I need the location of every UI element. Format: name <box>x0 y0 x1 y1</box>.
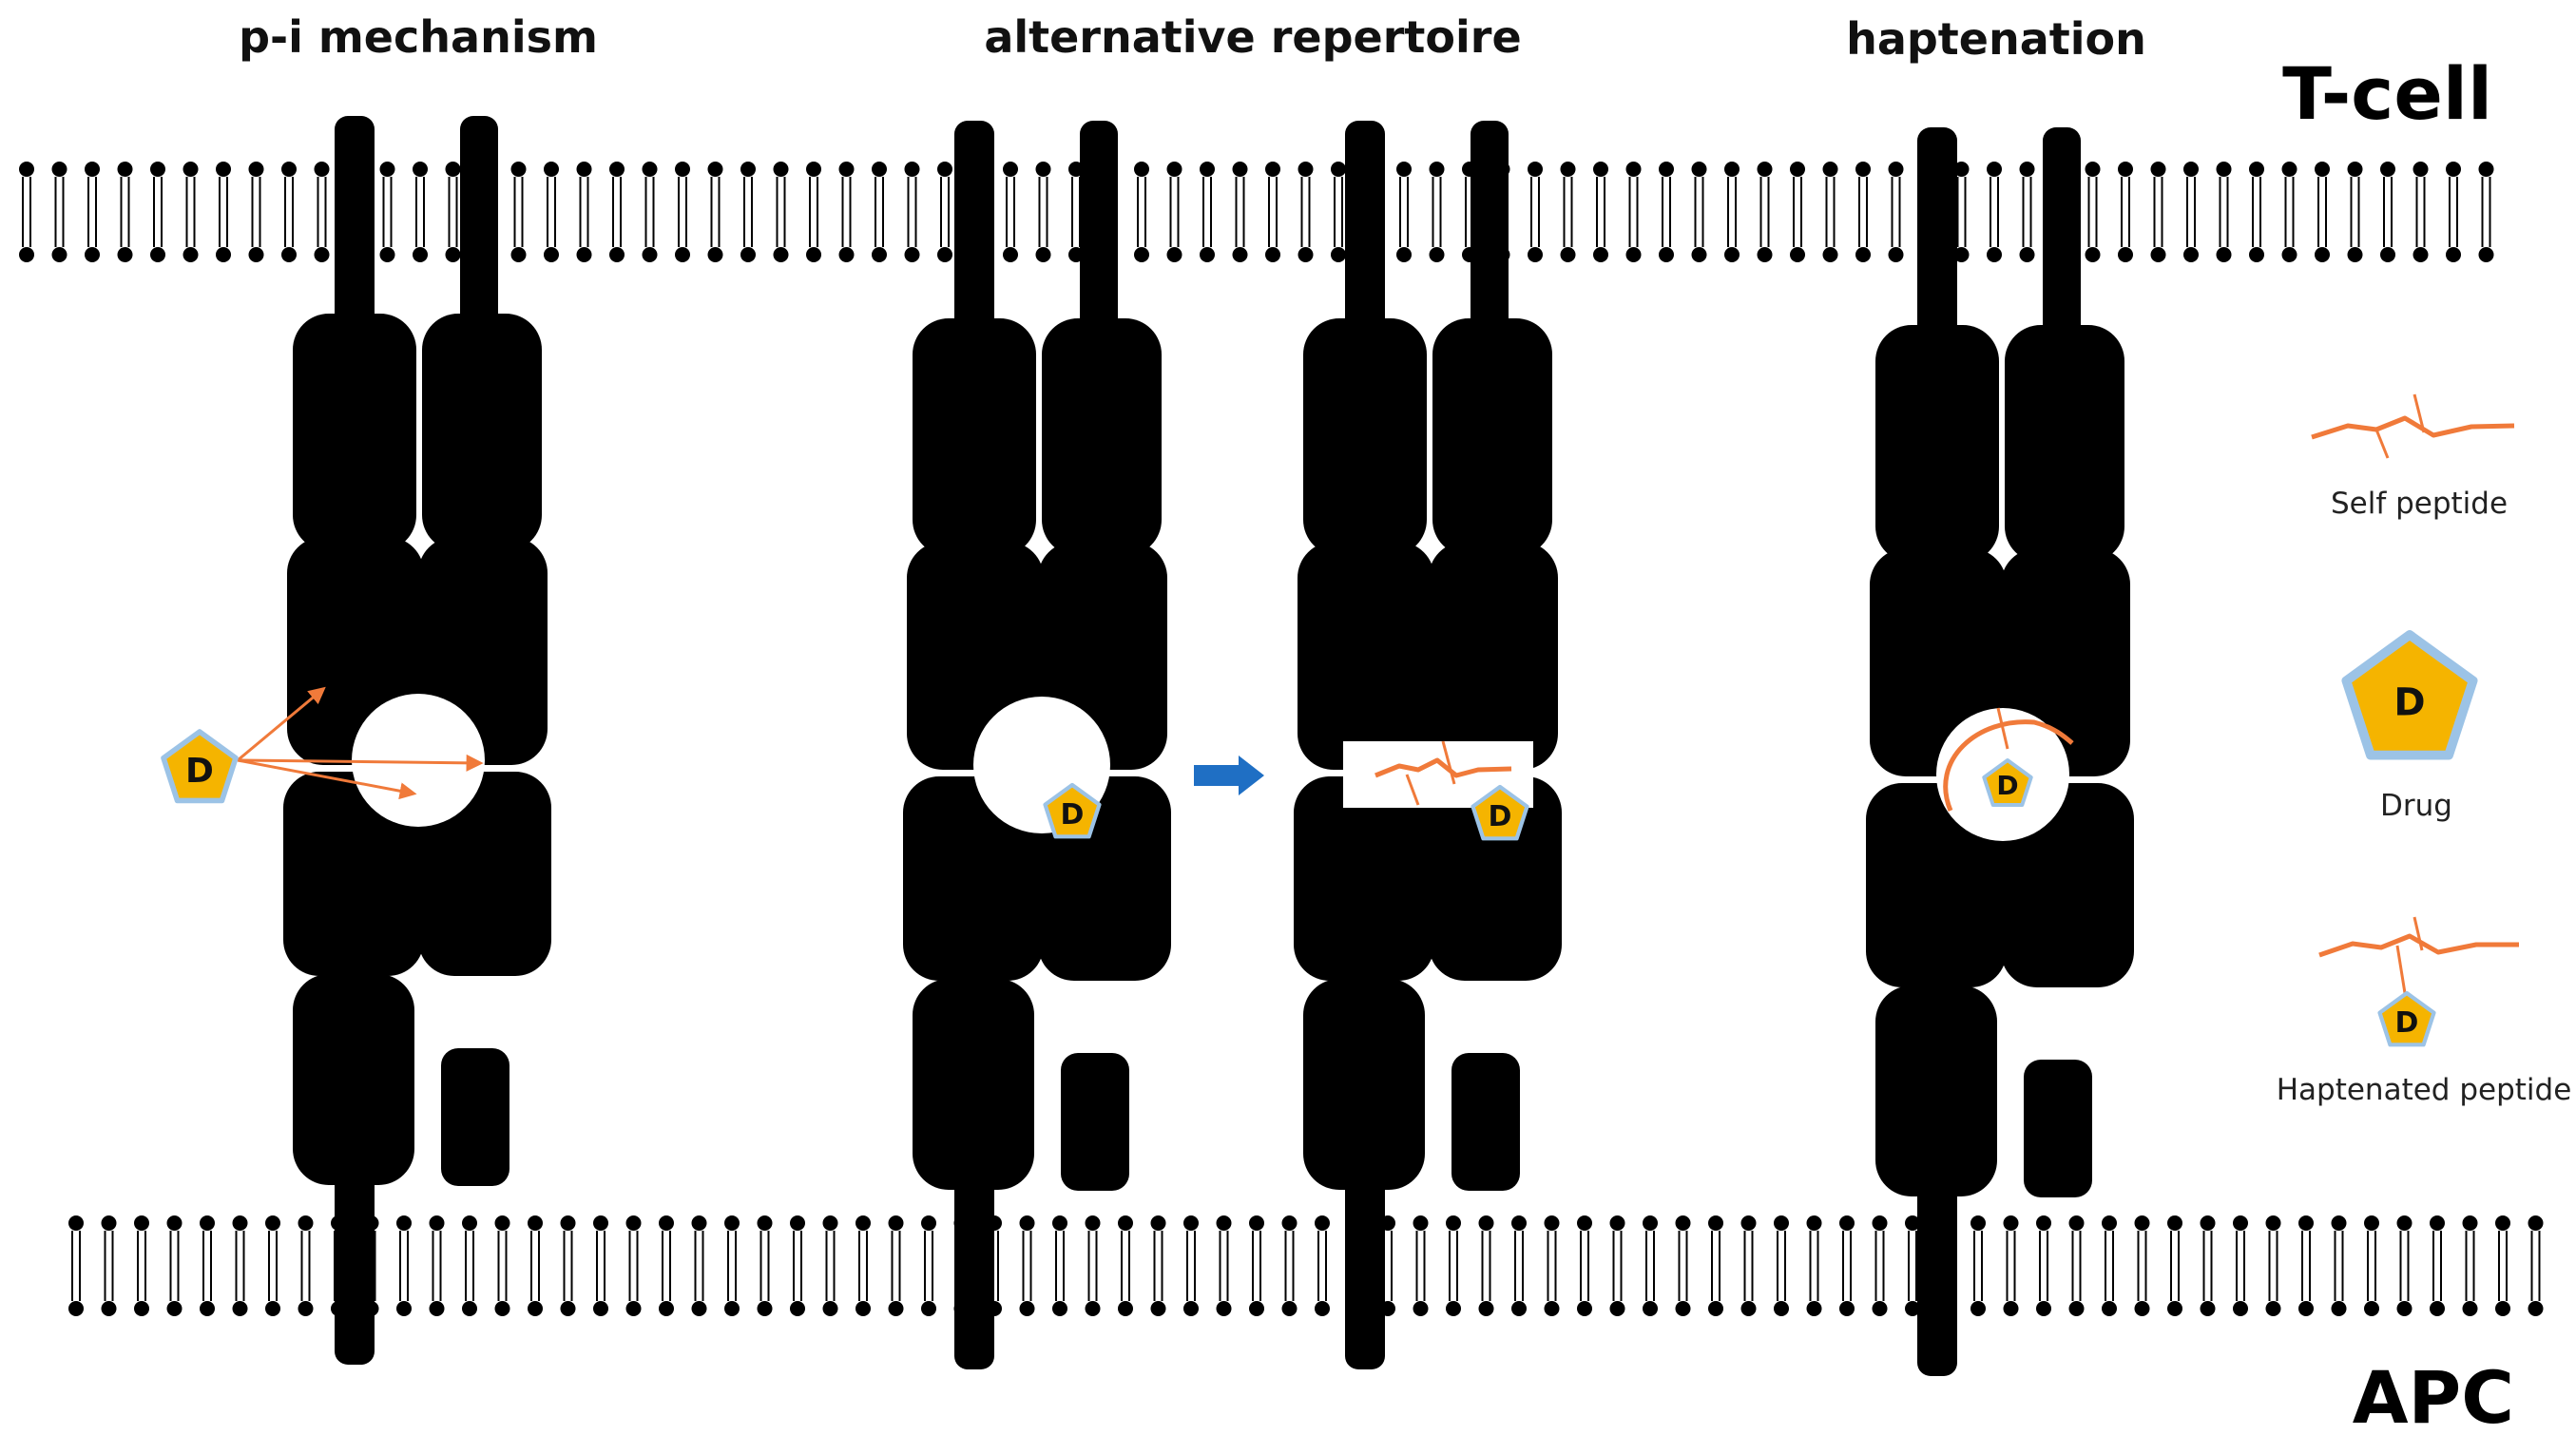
legend-haptenated-peptide-link <box>2395 945 2407 994</box>
transition-arrow-icon <box>1194 756 1264 795</box>
drug-label: D <box>1489 800 1512 833</box>
drug-icon: D <box>1982 758 2033 807</box>
legend: Self peptide D Drug D Haptenated peptide <box>2277 393 2572 1107</box>
self-peptide-icon <box>1375 757 1512 778</box>
drug-icon: D <box>161 729 239 804</box>
drug-label: D <box>2395 1006 2419 1040</box>
legend-self-peptide-label: Self peptide <box>2331 487 2508 521</box>
self-peptide-sidechain <box>1405 774 1420 806</box>
drug-label: D <box>1996 770 2018 801</box>
drug-label: D <box>185 752 214 791</box>
tcr-mhc-complex-alt-after <box>1294 121 1562 1369</box>
drug-label: D <box>2393 680 2425 724</box>
haptenated-peptide-arc <box>1943 719 2074 812</box>
self-peptide-sidechain <box>1441 740 1456 785</box>
t-cell-membrane <box>19 162 2494 262</box>
legend-self-peptide-icon <box>2311 415 2515 440</box>
title-p-i-mechanism: p-i mechanism <box>239 11 598 63</box>
title-alternative-repertoire: alternative repertoire <box>984 11 1521 63</box>
legend-self-peptide-sidechain <box>2413 393 2426 433</box>
tcr-mhc-complex-p-i <box>283 116 551 1365</box>
legend-haptenated-peptide-sidechain <box>2413 916 2424 951</box>
legend-drug-label: Drug <box>2380 789 2452 823</box>
haptenated-peptide-sidechain <box>1996 707 2009 750</box>
apc-label: APC <box>2353 1355 2514 1435</box>
legend-haptenated-peptide-label: Haptenated peptide <box>2277 1073 2572 1107</box>
drug-label: D <box>1061 798 1085 832</box>
drug-icon: D <box>1471 784 1529 841</box>
drug-icon: D <box>1043 782 1102 839</box>
legend-haptenated-drug-icon: D <box>2377 990 2436 1047</box>
drug-arrows <box>237 686 484 800</box>
legend-drug-icon: D <box>2341 630 2478 760</box>
legend-self-peptide-sidechain <box>2374 429 2390 459</box>
title-haptenation: haptenation <box>1846 13 2146 65</box>
binding-groove-p-i <box>352 694 485 827</box>
t-cell-label: T-cell <box>2282 51 2492 136</box>
apc-membrane <box>68 1215 2544 1316</box>
legend-haptenated-peptide-icon <box>2318 933 2519 958</box>
